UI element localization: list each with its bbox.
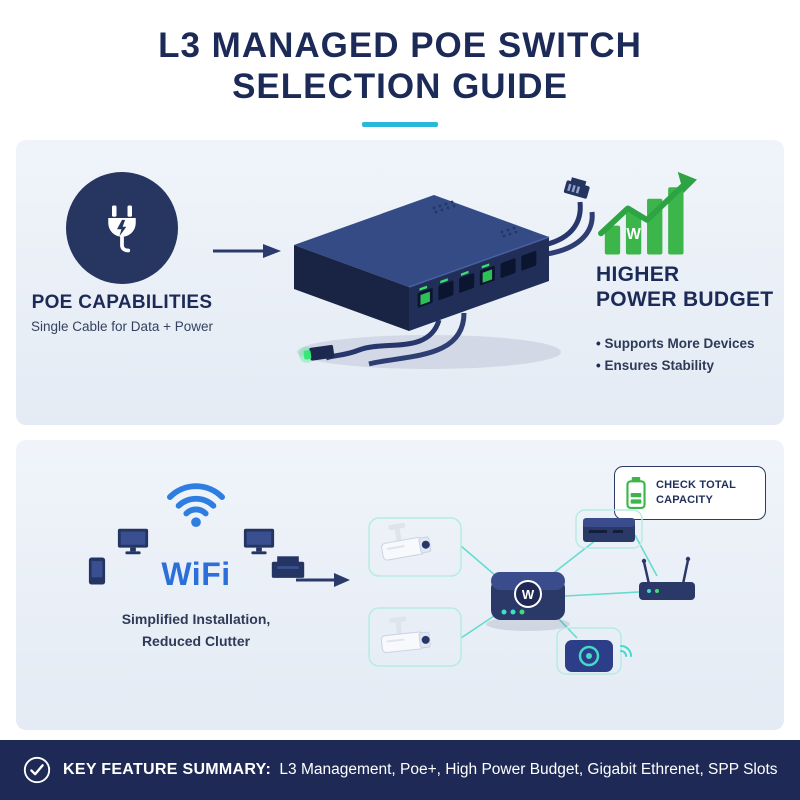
poe-capabilities-panel: POE CAPABILITIES Single Cable for Data +… [16,140,784,425]
power-budget-heading-line2: POWER BUDGET [596,288,774,312]
power-budget-heading-line1: HIGHER [596,263,680,286]
footer-heading: KEY FEATURE SUMMARY: [63,761,272,778]
power-budget-block: HIGHER POWER BUDGET Supports More Device… [596,262,781,380]
wifi-icon [167,483,226,528]
monitor-icon [243,528,275,555]
printer-icon [271,556,305,578]
wifi-label: WiFi [161,556,231,592]
monitor-icon [117,528,149,555]
wifi-caption-line1: Simplified Installation, [121,611,271,627]
cctv-camera-icon [378,613,432,654]
central-switch-icon: W [486,572,570,631]
battery-icon [626,477,646,509]
capacity-badge-line2: CAPACITY [656,494,714,506]
wifi-signal-icon [620,645,632,657]
bullet-item: Ensures Stability [596,358,781,373]
power-plug-icon [108,205,136,253]
bullet-item: Supports More Devices [596,336,781,351]
page-title-line1: L3 MANAGED POE SWITCH [158,26,642,65]
wifi-caption-line2: Reduced Clutter [141,633,251,650]
page-title-line2: SELECTION GUIDE [232,66,568,106]
network-topology-illustration: W [368,509,695,675]
phone-icon [88,557,106,585]
footer-bar: KEY FEATURE SUMMARY: L3 Management, Poe+… [0,740,800,800]
cctv-camera-icon [377,518,432,562]
arrow-right-icon [296,573,350,587]
poe-switch-illustration [294,177,595,369]
wifi-caption: Simplified Installation, Reduced Clutter [56,608,336,653]
footer-summary: KEY FEATURE SUMMARY: L3 Management, Poe+… [63,761,778,779]
poe-text-block: POE CAPABILITIES Single Cable for Data +… [22,292,222,334]
wifi-devices-cluster: WiFi [86,470,306,620]
poe-heading: POE CAPABILITIES [31,292,213,313]
poe-subheading: Single Cable for Data + Power [31,319,213,334]
ethernet-plug-icon [563,177,590,199]
checkmark-icon [23,756,51,784]
access-point-icon [565,640,632,672]
capacity-badge-text: CHECK TOTAL CAPACITY [656,478,736,508]
power-budget-heading: HIGHER POWER BUDGET [596,262,781,312]
power-plug-badge [66,172,178,284]
capacity-badge: CHECK TOTAL CAPACITY [614,466,766,520]
arrow-right-icon [213,244,281,258]
nvr-box-icon [583,518,635,542]
router-icon [639,556,695,600]
page-title: L3 MANAGED POE SWITCH SELECTION GUIDE [0,26,800,108]
poe-cable-connector-icon [298,344,335,363]
hub-w-mark: W [522,587,535,602]
power-budget-bullets: Supports More Devices Ensures Stability [596,336,781,373]
capacity-badge-line1: CHECK TOTAL [656,479,737,492]
title-accent-bar [362,121,438,127]
wifi-network-panel: WiFi Simplified Installation, Reduced Cl… [16,440,784,730]
chart-w-mark: W [626,226,641,243]
growth-chart-icon: W [598,171,697,255]
title-block: L3 MANAGED POE SWITCH SELECTION GUIDE [0,26,800,127]
footer-items: L3 Management, Poe+, High Power Budget, … [279,761,778,778]
